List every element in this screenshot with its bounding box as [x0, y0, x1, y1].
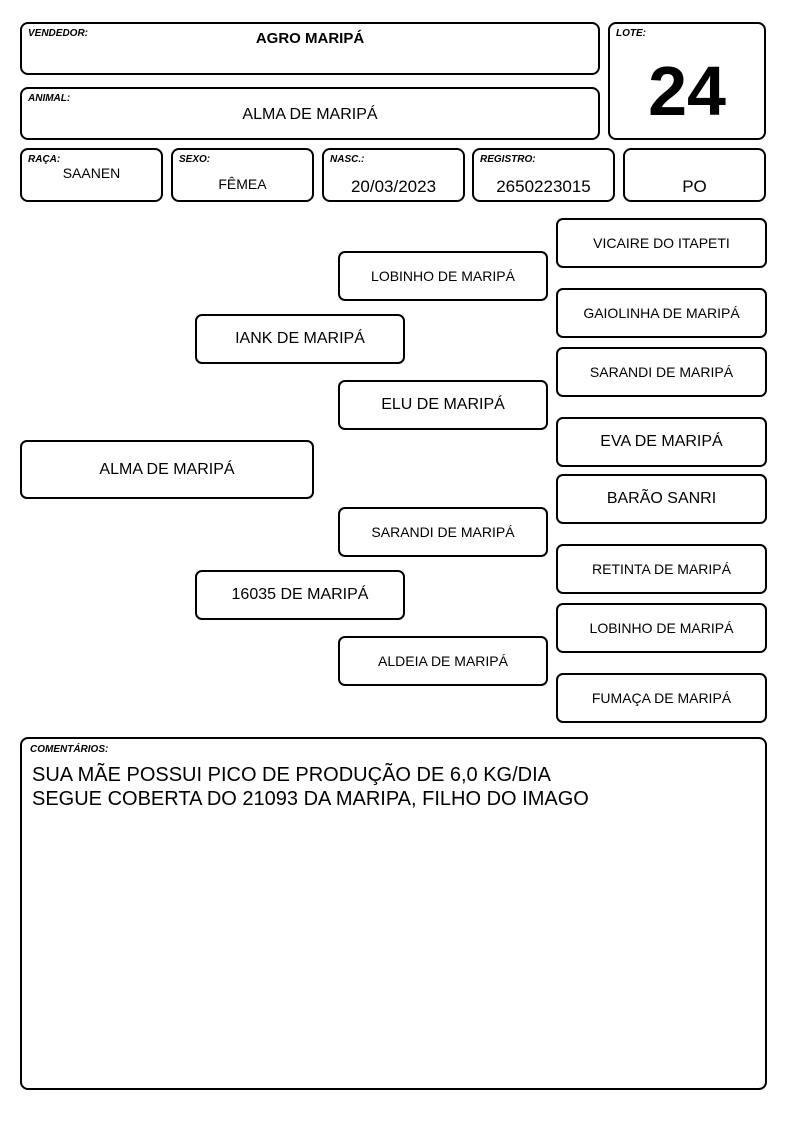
nasc-label: NASC.: [330, 154, 365, 165]
sexo-value: FÊMEA [218, 176, 267, 192]
nasc-value: 20/03/2023 [350, 177, 437, 196]
pedigree-animal: ALMA DE MARIPÁ [20, 440, 314, 499]
sexo-box: SEXO: FÊMEA [171, 148, 314, 202]
pedigree-g3-6: RETINTA DE MARIPÁ [556, 544, 767, 594]
sexo-label: SEXO: [179, 154, 211, 165]
pedigree-g3-7: LOBINHO DE MARIPÁ [556, 603, 767, 653]
comments-box: COMENTÁRIOS: SUA MÃE POSSUI PICO DE PROD… [20, 737, 767, 1090]
comments-label: COMENTÁRIOS: [30, 744, 109, 755]
pedigree-g3-5: BARÃO SANRI [556, 474, 767, 524]
pedigree-sire: IANK DE MARIPÁ [195, 314, 405, 364]
pedigree-g3-8: FUMAÇA DE MARIPÁ [556, 673, 767, 723]
vendedor-value: AGRO MARIPÁ [255, 30, 365, 47]
lote-value: 24 [648, 52, 726, 130]
registro-label: REGISTRO: [480, 154, 536, 165]
categoria-value: PO [682, 177, 707, 196]
raca-value: SAANEN [62, 165, 121, 181]
pedigree-g3-2: GAIOLINHA DE MARIPÁ [556, 288, 767, 338]
pedigree-g3-4: EVA DE MARIPÁ [556, 417, 767, 467]
comments-line-2: SEGUE COBERTA DO 21093 DA MARIPA, FILHO … [32, 788, 589, 810]
pedigree-sire-sire: LOBINHO DE MARIPÁ [338, 251, 548, 301]
pedigree-sire-dam: ELU DE MARIPÁ [338, 380, 548, 430]
animal-value: ALMA DE MARIPÁ [242, 106, 378, 123]
registro-value: 2650223015 [496, 177, 591, 196]
categoria-box: PO [623, 148, 766, 202]
animal-label: ANIMAL: [28, 93, 71, 104]
vendedor-label: VENDEDOR: [28, 28, 89, 39]
lote-box: LOTE: 24 [608, 22, 766, 140]
animal-box: ANIMAL: ALMA DE MARIPÁ [20, 87, 600, 140]
pedigree-g3-1: VICAIRE DO ITAPETI [556, 218, 767, 268]
registro-box: REGISTRO: 2650223015 [472, 148, 615, 202]
comments-line-1: SUA MÃE POSSUI PICO DE PRODUÇÃO DE 6,0 K… [32, 764, 552, 786]
raca-box: RAÇA: SAANEN [20, 148, 163, 202]
vendedor-box: VENDEDOR: AGRO MARIPÁ [20, 22, 600, 75]
lote-label: LOTE: [616, 28, 646, 39]
nasc-box: NASC.: 20/03/2023 [322, 148, 465, 202]
pedigree-dam-dam: ALDEIA DE MARIPÁ [338, 636, 548, 686]
raca-label: RAÇA: [28, 154, 61, 165]
pedigree-dam-sire: SARANDI DE MARIPÁ [338, 507, 548, 557]
pedigree-dam: 16035 DE MARIPÁ [195, 570, 405, 620]
pedigree-g3-3: SARANDI DE MARIPÁ [556, 347, 767, 397]
